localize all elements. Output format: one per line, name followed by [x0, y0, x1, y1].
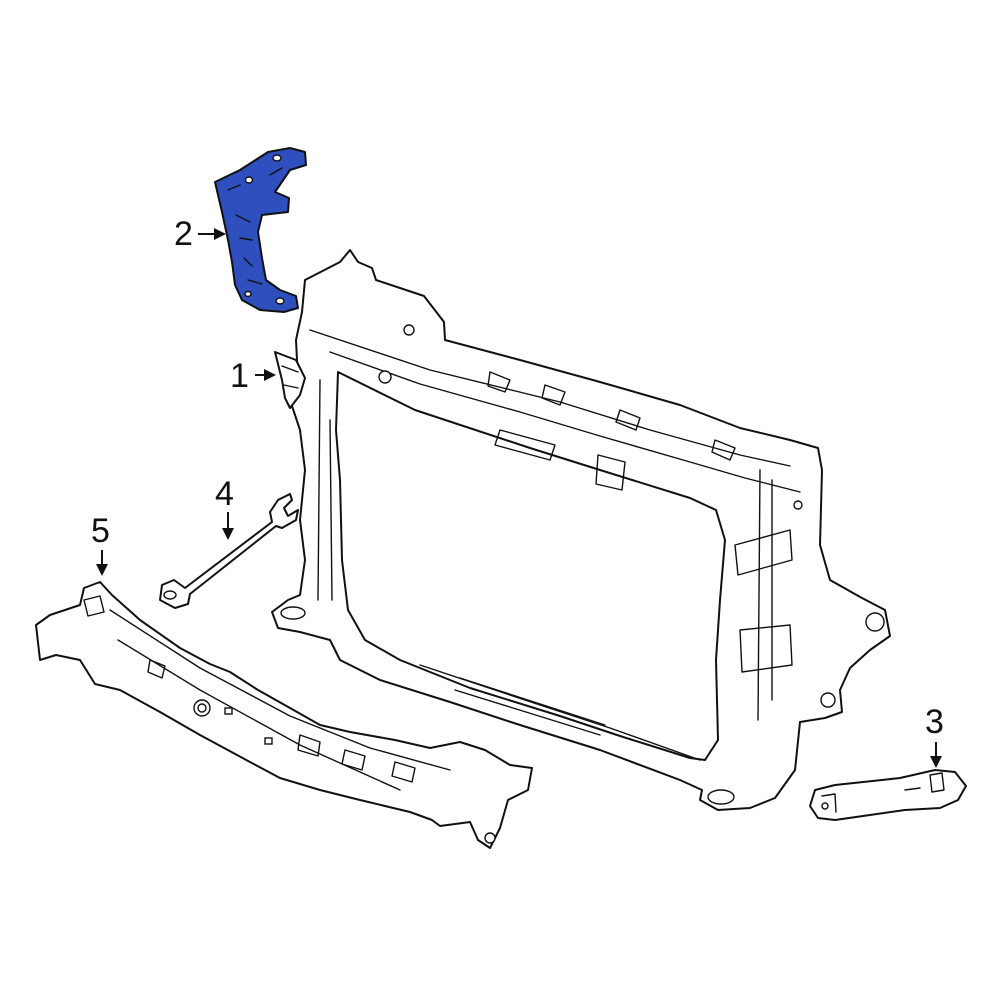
part-5-lower-support [35, 581, 533, 849]
callout-arrow-5 [96, 550, 108, 576]
callout-arrow-4 [222, 512, 234, 540]
radiator-support-frame [271, 249, 891, 811]
callout-arrow-1 [255, 369, 276, 381]
callout-label-1: 1 [230, 357, 249, 395]
callout-label-5: 5 [91, 512, 110, 550]
part-2-upper-bracket [214, 147, 307, 313]
part-3-right-bracket [809, 769, 967, 821]
callout-label-4: 4 [215, 475, 234, 513]
callout-arrow-2 [198, 228, 226, 240]
callout-label-2: 2 [174, 215, 193, 253]
part-4-wrench [159, 493, 299, 609]
part-1-side-bracket [274, 351, 306, 409]
callout-arrow-3 [930, 742, 942, 768]
callout-label-3: 3 [925, 703, 944, 741]
